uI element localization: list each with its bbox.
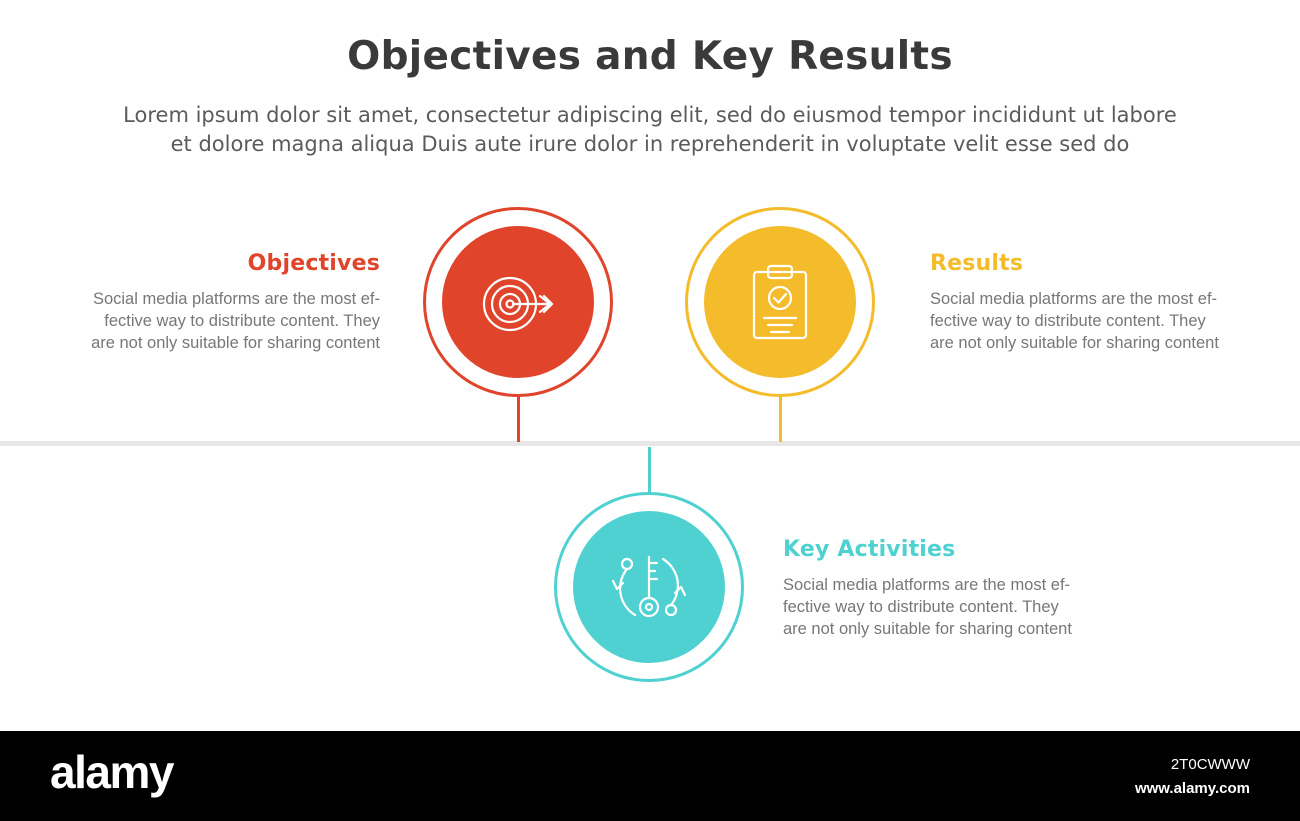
image-id: 2T0CWWW [1170, 756, 1250, 773]
timeline-divider [0, 441, 1300, 446]
results-stem [779, 396, 782, 442]
objectives-desc-line: fective way to distribute content. They [104, 312, 380, 330]
key-activities-stem [648, 447, 651, 493]
clipboard-check-icon [752, 264, 808, 340]
results-heading: Results [930, 251, 1024, 276]
target-icon [482, 276, 554, 332]
objectives-disc [442, 226, 594, 378]
objectives-desc-line: Social media platforms are the most ef- [92, 290, 380, 308]
objectives-heading: Objectives [247, 251, 380, 276]
results-desc-line: Social media platforms are the most ef- [930, 290, 1218, 308]
footer-bar [0, 731, 1300, 821]
key-cycle-icon [611, 555, 687, 618]
brand-logo: alamy [50, 746, 174, 798]
key-activities-disc [573, 511, 725, 663]
objectives-stem [517, 396, 520, 442]
results-desc-line: fective way to distribute content. They [930, 312, 1206, 330]
subtitle-line-1: Lorem ipsum dolor sit amet, consectetur … [123, 103, 1177, 127]
key-activities-desc-line: fective way to distribute content. They [783, 598, 1059, 616]
objectives-desc-line: are not only suitable for sharing conten… [91, 334, 380, 352]
objectives-description: Social media platforms are the most ef- … [40, 288, 380, 354]
site-url: www.alamy.com [1134, 780, 1250, 797]
page-title: Objectives and Key Results [347, 34, 953, 79]
key-activities-desc-line: are not only suitable for sharing conten… [783, 620, 1072, 638]
key-activities-heading: Key Activities [783, 537, 956, 562]
results-desc-line: are not only suitable for sharing conten… [930, 334, 1219, 352]
subtitle-line-2: et dolore magna aliqua Duis aute irure d… [170, 132, 1130, 156]
key-activities-desc-line: Social media platforms are the most ef- [783, 576, 1071, 594]
results-description: Social media platforms are the most ef- … [930, 288, 1270, 354]
key-activities-description: Social media platforms are the most ef- … [783, 574, 1123, 640]
results-disc [704, 226, 856, 378]
page-subtitle: Lorem ipsum dolor sit amet, consectetur … [60, 101, 1240, 159]
